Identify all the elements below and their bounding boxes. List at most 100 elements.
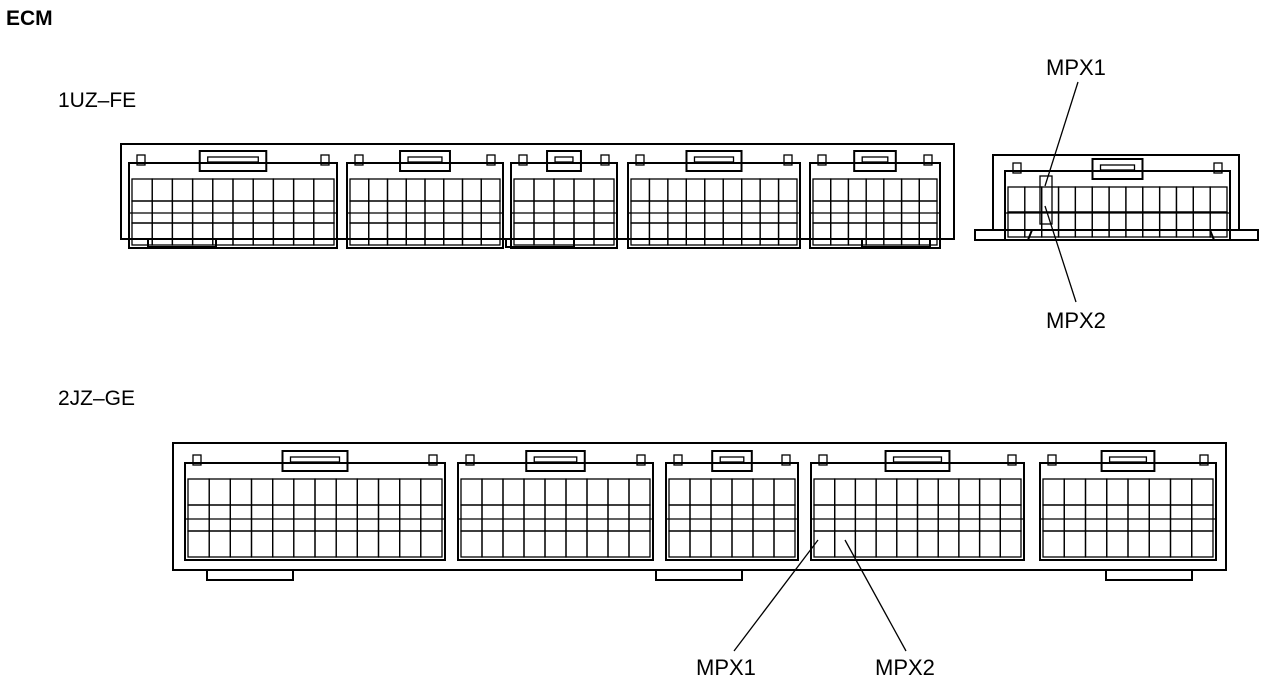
connector-pin-cavity [272,530,295,558]
connector-pin-cavity [1191,478,1214,506]
connector-pin-cavity [937,478,960,506]
connector-post [600,154,610,166]
connector-pin-cavity [1148,504,1172,532]
connector-pin-cavity [918,200,938,224]
connector-latch [546,150,582,172]
connector-pin-cavity [1191,504,1214,532]
connector-pin-cavity [704,222,724,246]
connector-pin-cavity [875,478,898,506]
connector-pin-cavity [854,478,877,506]
connector-pin-cavity [1057,211,1077,238]
connector-pin-cavity [722,178,743,202]
connector-pin-cavity [252,178,275,202]
connector-pin-cavity [593,178,615,202]
housing-outline [120,143,955,240]
connector-pin-cavity [405,178,426,202]
connector-pin-cavity [1106,530,1129,558]
connector-block [1039,462,1217,561]
connector-pin-cavity [1024,211,1043,238]
connector-pin-cavity [232,200,254,224]
connector-pin-cavity [1142,186,1161,213]
connector-pin-cavity [513,222,535,246]
connector-pin-cavity [900,178,920,202]
connector-pin-cavity [704,178,724,202]
connector-pin-cavity [553,178,575,202]
connector-pin-cavity [916,530,939,558]
connector-pin-cavity [916,504,939,532]
connector-post [518,154,528,166]
connector-pin-cavity [607,478,630,506]
connector-latch [399,150,451,172]
connector-pin-cavity [978,478,1001,506]
connector-pin-cavity [1127,478,1150,506]
connector-pin-cavity [865,178,885,202]
connector-pin-cavity [313,200,335,224]
connector-pin-cavity [461,222,482,246]
engine-label-2jz-ge: 2JZ–GE [58,387,136,410]
connector-pin-cavity [834,504,857,532]
connector-pin-cavity [586,530,609,558]
connector-pin-cavity [978,530,1001,558]
connector-pin-cavity [212,200,234,224]
connector-pin-cavity [667,222,687,246]
connector-pin-cavity [151,222,174,246]
connector-pin-cavity [896,530,919,558]
connector-pin-cavity [386,178,407,202]
connector-latch-slot [719,456,745,463]
connector-pin-cavity [777,200,798,224]
connector-pin-cavity [1063,504,1087,532]
connector-pin-cavity [1091,211,1110,238]
connector-pin-cavity [533,222,555,246]
connector-pin-cavity [523,530,546,558]
connector-post [673,454,683,466]
connector-pin-cavity [978,504,1001,532]
connector-post [428,454,438,466]
connector-pin-cavity [854,530,877,558]
connector-pin-cavity [1108,186,1127,213]
connector-latch-slot [693,156,735,163]
connector-pin-cavity [777,222,798,246]
connector-pin-cavity [171,178,194,202]
connector-pin-cavity [573,178,595,202]
connector-pin-cavity [813,530,836,558]
connector-pin-cavity [1175,186,1194,213]
connector-pin-cavity [704,200,724,224]
connector-pin-cavity [593,222,615,246]
connector-pin-cavity [151,178,174,202]
connector-pin-cavity [272,222,295,246]
connector-latch [1100,450,1156,472]
connector-block [510,162,618,249]
connector-pin-cavity [648,178,669,202]
connector-pin-cavity [834,478,857,506]
connector-pin-cavity [523,504,546,532]
connector-post [818,454,828,466]
connector-pin-cavity [875,530,898,558]
connector-pin-cavity [847,178,867,202]
leader-mpx1-bottom [733,539,819,652]
connector-pin-cavity [565,530,588,558]
connector-pin-cavity [1063,478,1087,506]
connector-pin-cavity [399,504,422,532]
leader-mpx1-top [1044,81,1079,187]
connector-pin-cavity [356,530,380,558]
connector-post [465,454,475,466]
connector-pin-cavity [313,178,335,202]
connector-pin-cavity [668,504,691,532]
connector-pin-cavity [481,478,504,506]
connector-pin-cavity [349,222,370,246]
ecm-2jz-ge-housing [172,442,1227,581]
connector-pin-cavity [1209,186,1228,213]
connector-pin-cavity [668,530,691,558]
connector-pin-cavity [292,200,315,224]
connector-pin-cavity [812,222,832,246]
ecm-1uz-fe-small-connector [974,154,1259,241]
connector-pin-cavity [314,504,337,532]
connector-pin-cavity [685,222,706,246]
engine-label-1uz-fe: 1UZ–FE [58,89,137,112]
connector-pin-cavity [847,200,867,224]
connector-latch [281,450,349,472]
connector-pin-cavity [648,222,669,246]
connector-latch-slot [1108,456,1148,463]
callout-mpx2-top: MPX2 [1046,308,1106,333]
housing-foot [206,569,294,581]
